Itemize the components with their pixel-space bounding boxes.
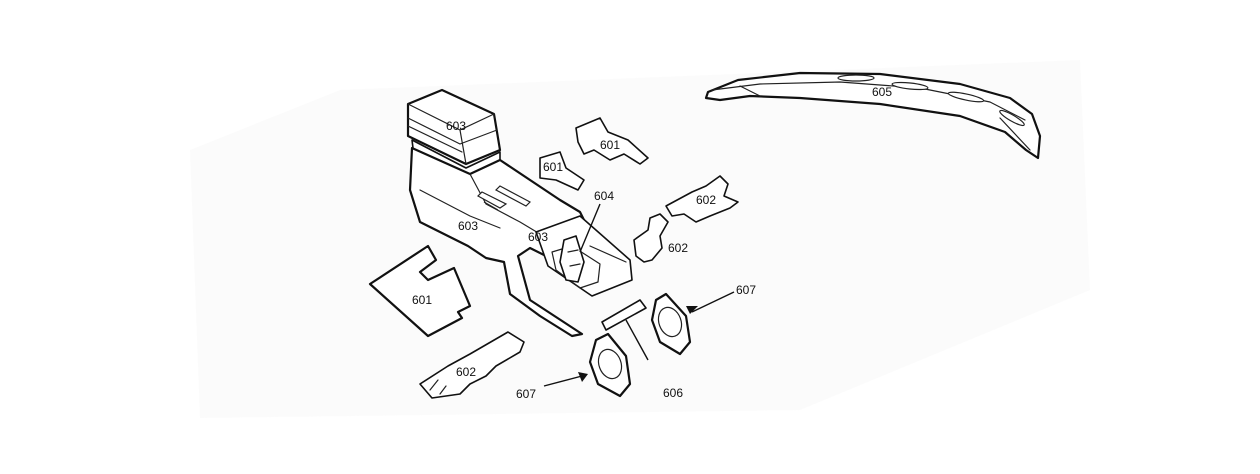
label-insulator-right-b: 602 xyxy=(668,241,688,255)
leader-604 xyxy=(579,203,601,253)
label-insulator-rear: 602 xyxy=(456,365,476,379)
console-body-603 xyxy=(408,146,600,338)
insulator-right-b-602 xyxy=(633,213,669,263)
label-console-lid: 603 xyxy=(446,119,466,133)
speaker-trim-left-607 xyxy=(588,332,632,398)
insulator-rear-602 xyxy=(419,331,525,399)
speaker-trim-right-607 xyxy=(650,292,692,356)
label-carpet-mid-b: 601 xyxy=(600,138,620,152)
strip-606 xyxy=(601,299,647,331)
insulator-right-a-602 xyxy=(665,175,739,223)
label-carpet-front: 601 xyxy=(412,293,432,307)
leader-lines xyxy=(543,203,735,387)
label-speaker-trim-left: 607 xyxy=(516,387,536,401)
carpet-mid-b-601 xyxy=(575,117,649,165)
carpet-mid-a-601 xyxy=(539,151,585,191)
label-carpet-mid-a: 601 xyxy=(543,160,563,174)
arrowhead-607-left xyxy=(578,372,588,382)
carpet-front-601 xyxy=(368,244,472,338)
dash-pad-605 xyxy=(704,71,1042,160)
label-dash-pad: 605 xyxy=(872,85,892,99)
shift-boot-604 xyxy=(559,235,585,283)
label-console-body: 603 xyxy=(458,219,478,233)
leader-606 xyxy=(625,319,649,361)
label-insulator-right-a: 602 xyxy=(696,193,716,207)
label-console-front: 603 xyxy=(528,230,548,244)
leader-607-left xyxy=(543,375,583,387)
label-speaker-trim-right: 607 xyxy=(736,283,756,297)
label-strip: 606 xyxy=(663,386,683,400)
console-front-603 xyxy=(535,215,633,297)
label-shift-boot: 604 xyxy=(594,189,614,203)
part-labels: 603 603 603 604 605 601 601 601 602 602 … xyxy=(412,85,892,401)
arrowhead-607-right xyxy=(686,306,698,314)
leader-607-right xyxy=(691,291,735,313)
